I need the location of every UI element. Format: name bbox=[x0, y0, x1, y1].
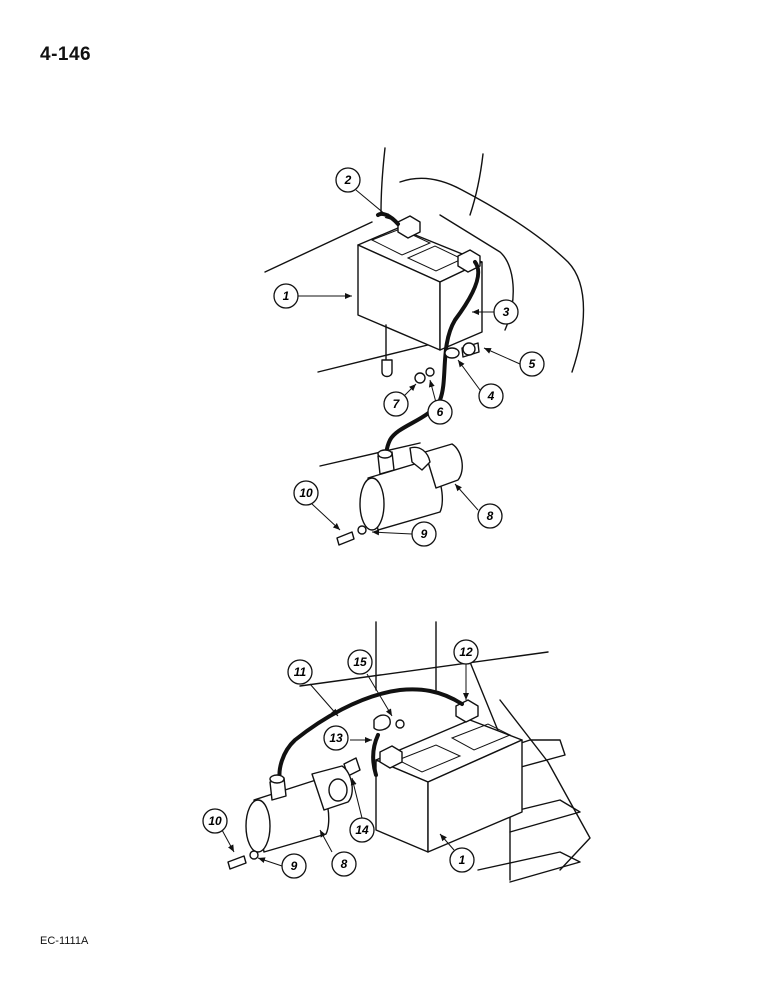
callout-13-lower: 13 bbox=[323, 725, 349, 751]
callout-3-upper: 3 bbox=[493, 299, 519, 325]
callout-14-lower: 14 bbox=[349, 817, 375, 843]
bolt-10-lower bbox=[227, 855, 247, 870]
cable-eye-15 bbox=[373, 714, 391, 731]
loose-lead-eye bbox=[381, 359, 393, 378]
page-number: 4-146 bbox=[40, 44, 92, 65]
callout-9-upper: 9 bbox=[411, 521, 437, 547]
battery-lower bbox=[375, 699, 523, 853]
callout-label: 9 bbox=[421, 527, 428, 541]
callout-label: 11 bbox=[294, 665, 307, 679]
washer-6-upper bbox=[425, 367, 435, 377]
leaders-lower bbox=[221, 664, 469, 867]
callout-label: 10 bbox=[299, 486, 313, 500]
callout-10-lower: 10 bbox=[202, 808, 228, 834]
nut-7-upper bbox=[414, 372, 426, 384]
bolt-5-upper bbox=[444, 342, 480, 359]
callout-label: 10 bbox=[208, 814, 222, 828]
callout-label: 12 bbox=[459, 645, 473, 659]
callout-11-lower: 11 bbox=[287, 659, 313, 685]
callout-9-lower: 9 bbox=[281, 853, 307, 879]
callout-label: 3 bbox=[503, 305, 510, 319]
callout-6-upper: 6 bbox=[427, 399, 453, 425]
ground-cable-lower bbox=[371, 733, 380, 777]
callout-label: 4 bbox=[487, 389, 495, 403]
callout-2-upper: 2 bbox=[335, 167, 361, 193]
callout-label: 8 bbox=[487, 509, 494, 523]
callout-1-upper: 1 bbox=[273, 283, 299, 309]
starter-motor-lower bbox=[245, 765, 353, 853]
lower-view bbox=[221, 621, 591, 883]
battery-upper bbox=[357, 215, 483, 351]
starter-cable-lower bbox=[277, 687, 464, 782]
callout-label: 7 bbox=[393, 397, 401, 411]
callout-label: 2 bbox=[344, 173, 352, 187]
bolt-10-upper bbox=[336, 531, 355, 546]
callout-label: 15 bbox=[353, 655, 367, 669]
callout-label: 6 bbox=[437, 405, 444, 419]
starter-motor-upper bbox=[359, 443, 463, 531]
figure-code: EC-1111A bbox=[40, 935, 89, 947]
callout-8-lower: 8 bbox=[331, 851, 357, 877]
callout-label: 8 bbox=[341, 857, 348, 871]
callout-label: 13 bbox=[329, 731, 343, 745]
callout-8-upper: 8 bbox=[477, 503, 503, 529]
callout-label: 14 bbox=[355, 823, 369, 837]
callout-label: 9 bbox=[291, 859, 298, 873]
callout-15-lower: 15 bbox=[347, 649, 373, 675]
leaders-upper bbox=[298, 189, 521, 536]
callout-label: 5 bbox=[529, 357, 536, 371]
callout-12-lower: 12 bbox=[453, 639, 479, 665]
callout-5-upper: 5 bbox=[519, 351, 545, 377]
callout-1-lower: 1 bbox=[449, 847, 475, 873]
callout-4-upper: 4 bbox=[478, 383, 504, 409]
washer-9-lower bbox=[249, 850, 259, 860]
callout-label: 1 bbox=[459, 853, 466, 867]
callout-label: 1 bbox=[283, 289, 290, 303]
callout-10-upper: 10 bbox=[293, 480, 319, 506]
washer-15 bbox=[395, 719, 405, 729]
washer-9-upper bbox=[357, 525, 367, 535]
callout-7-upper: 7 bbox=[383, 391, 409, 417]
ground-cable-upper bbox=[376, 211, 400, 226]
